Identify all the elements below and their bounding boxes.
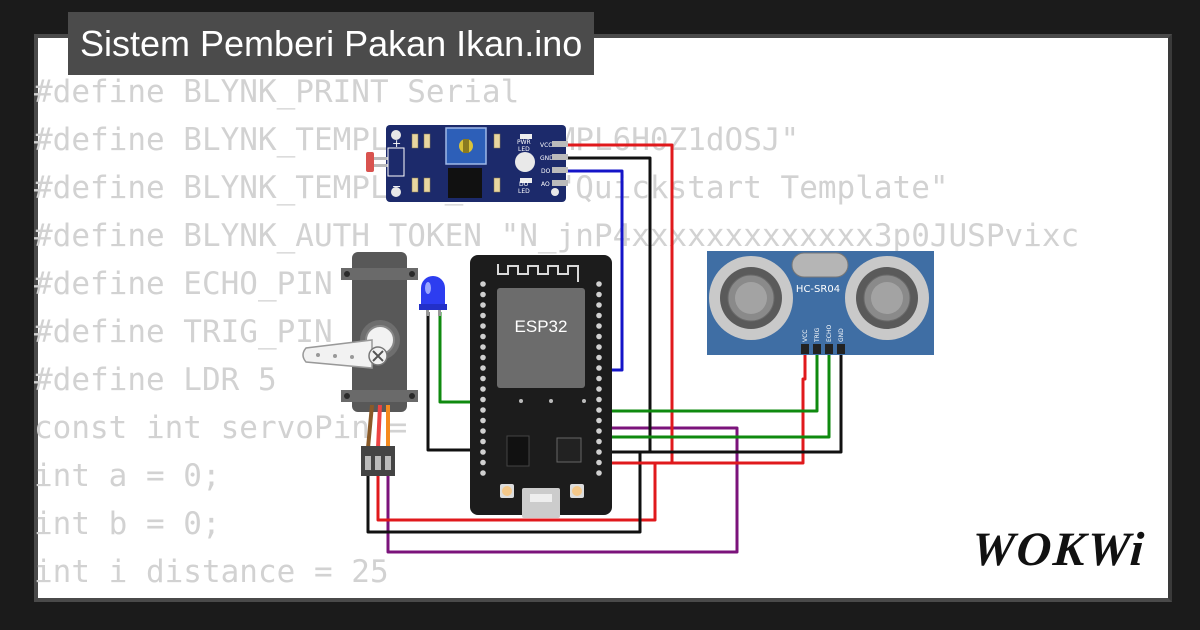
wire-ldr-do <box>566 169 624 372</box>
svg-text:DO: DO <box>519 181 529 188</box>
esp32-pin[interactable] <box>596 470 602 476</box>
ldr-module[interactable]: + − PWR LED DO LED VCC GND DO AO <box>366 125 568 202</box>
esp32-pin[interactable] <box>480 344 486 350</box>
esp32-pin[interactable] <box>480 396 486 403</box>
code-line: int a = 0; <box>34 458 221 494</box>
esp32-pin[interactable] <box>480 333 486 340</box>
code-line: const int servoPin = <box>34 410 426 446</box>
esp32-pin[interactable] <box>480 407 486 413</box>
esp32-pin[interactable] <box>480 365 486 371</box>
ldr-pin-label: GND <box>540 155 554 162</box>
wire-led-anode <box>438 312 470 404</box>
esp32-pin[interactable] <box>480 470 486 476</box>
hcsr04-pin-label: ECHO <box>826 325 833 342</box>
wire-servo-signal <box>386 426 739 554</box>
esp32-pin[interactable] <box>596 344 602 350</box>
code-line: #define BLYNK_AUTH_TOKEN "N_jnP4xxxxxxxx… <box>34 218 1080 254</box>
wire-led-cathode <box>426 312 470 452</box>
esp32-pin[interactable] <box>596 291 602 298</box>
esp32-pin[interactable] <box>480 449 486 455</box>
esp32-pin[interactable] <box>596 396 602 403</box>
esp32-pin[interactable] <box>480 323 486 329</box>
esp32-pin[interactable] <box>480 302 486 308</box>
esp32-pin[interactable] <box>596 428 602 434</box>
blue-led[interactable] <box>419 276 447 316</box>
esp32-pin[interactable] <box>596 333 602 340</box>
hcsr04-label: HC-SR04 <box>796 284 840 295</box>
servo-motor[interactable] <box>302 252 418 476</box>
code-line: #define BLYNK_TEMPLATE_NAME "Quickstart … <box>34 170 949 206</box>
esp32-pin[interactable] <box>480 375 486 382</box>
esp32-pin[interactable] <box>596 449 602 455</box>
wires <box>366 143 843 554</box>
esp32-pin[interactable] <box>480 354 486 361</box>
esp32-pin[interactable] <box>596 323 602 329</box>
esp32-pin[interactable] <box>480 459 486 466</box>
hcsr04-pin-label: VCC <box>802 330 809 342</box>
esp32-pin[interactable] <box>596 438 602 445</box>
wire-hcsr04-gnd <box>603 352 843 454</box>
esp32-label: ESP32 <box>515 317 568 336</box>
esp32-pin[interactable] <box>596 365 602 371</box>
ldr-pin-label: VCC <box>540 142 552 149</box>
wire-hcsr04-vcc <box>603 352 807 465</box>
esp32-pin[interactable] <box>596 417 602 424</box>
hcsr04-sensor[interactable]: HC-SR04 VCC TRIG ECHO GND <box>707 251 934 355</box>
hcsr04-pin-label: TRIG <box>814 327 821 343</box>
ldr-pin-label: AO <box>541 181 550 188</box>
esp32-pin[interactable] <box>596 302 602 308</box>
esp32-pin[interactable] <box>596 407 602 413</box>
esp32-board[interactable]: ESP32 <box>470 255 612 518</box>
project-title: Sistem Pemberi Pakan Ikan.ino <box>68 12 595 75</box>
esp32-pin[interactable] <box>480 312 486 319</box>
svg-text:LED: LED <box>518 146 530 153</box>
code-line: #define LDR 5 <box>34 362 277 398</box>
hcsr04-pin-label: GND <box>838 328 845 342</box>
svg-text:−: − <box>392 180 401 193</box>
code-line: int i distance = 25 <box>34 554 389 590</box>
pwr-led-icon <box>515 152 535 172</box>
esp32-pin[interactable] <box>596 375 602 382</box>
esp32-pin[interactable] <box>596 281 602 287</box>
svg-text:+: + <box>392 137 401 150</box>
esp32-pin[interactable] <box>596 312 602 319</box>
esp32-pin[interactable] <box>480 438 486 445</box>
code-line: int b = 0; <box>34 506 221 542</box>
svg-text:LED: LED <box>518 188 530 195</box>
code-preview: #define BLYNK_PRINT Serial #define BLYNK_… <box>34 68 1079 596</box>
code-line: #define TRIG_PIN 4 <box>34 314 370 350</box>
esp32-pin[interactable] <box>596 354 602 361</box>
code-line: #define BLYNK_PRINT Serial <box>34 74 520 110</box>
wire-hcsr04-echo <box>603 352 831 439</box>
esp32-pin[interactable] <box>596 459 602 466</box>
wire-hcsr04-trig <box>603 352 819 413</box>
esp32-pin[interactable] <box>480 291 486 298</box>
wokwi-logo: WOKWi <box>970 523 1148 576</box>
ldr-pin-label: DO <box>541 168 551 175</box>
esp32-pin[interactable] <box>596 386 602 392</box>
esp32-pin[interactable] <box>480 281 486 287</box>
svg-text:PWR: PWR <box>517 139 531 146</box>
photoresistor-icon: + − <box>366 137 405 193</box>
esp32-pin[interactable] <box>480 428 486 434</box>
esp32-pin[interactable] <box>480 417 486 424</box>
esp32-pin[interactable] <box>480 386 486 392</box>
